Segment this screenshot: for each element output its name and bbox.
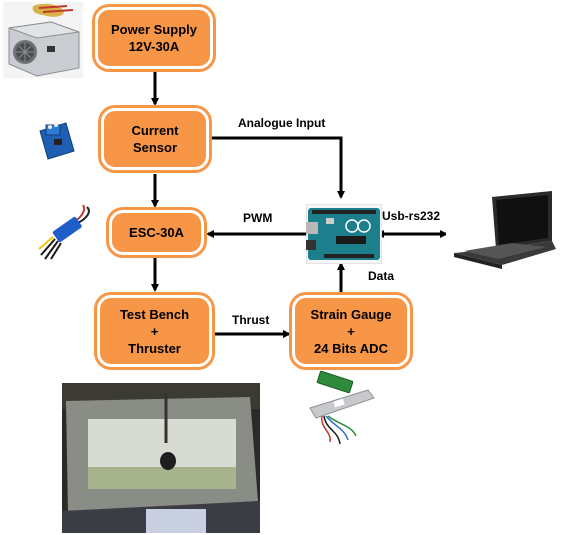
power-supply-line-2: 12V-30A (128, 39, 180, 54)
label-pwm: PWM (243, 211, 273, 225)
test-bench-photo (62, 383, 260, 533)
power-supply-node: Power Supply 12V-30A (95, 7, 213, 69)
arduino-board-image (306, 204, 382, 264)
test-bench-line-1: Test Bench (119, 306, 190, 322)
strain-gauge-line-1: Strain Gauge (310, 306, 392, 322)
label-analogue-input: Analogue Input (238, 116, 326, 130)
current-sensor-node: Current Sensor (101, 108, 209, 170)
label-usb-rs232: Usb-rs232 (382, 209, 441, 223)
strain-gauge-image (304, 370, 380, 450)
power-supply-image (3, 2, 83, 78)
current-sensor-line-2: Sensor (132, 140, 178, 155)
label-thrust: Thrust (232, 313, 270, 327)
test-bench-line-2: + (150, 323, 159, 339)
power-supply-line-1: Power Supply (111, 22, 197, 37)
current-sensor-image (36, 115, 78, 163)
pc-laptop-image (446, 189, 560, 277)
arrow-current-to-arduino (212, 136, 345, 199)
strain-gauge-node: Strain Gauge + 24 Bits ADC (292, 295, 410, 367)
esc-image (35, 201, 101, 261)
test-bench-node: Test Bench + Thruster (97, 295, 212, 367)
label-data: Data (368, 269, 395, 283)
current-sensor-line-1: Current (131, 123, 179, 138)
esc-label: ESC-30A (129, 225, 184, 240)
test-bench-line-3: Thruster (128, 340, 181, 356)
strain-gauge-line-2: + (347, 323, 355, 339)
esc-node: ESC-30A (109, 210, 204, 255)
strain-gauge-line-3: 24 Bits ADC (314, 340, 388, 356)
